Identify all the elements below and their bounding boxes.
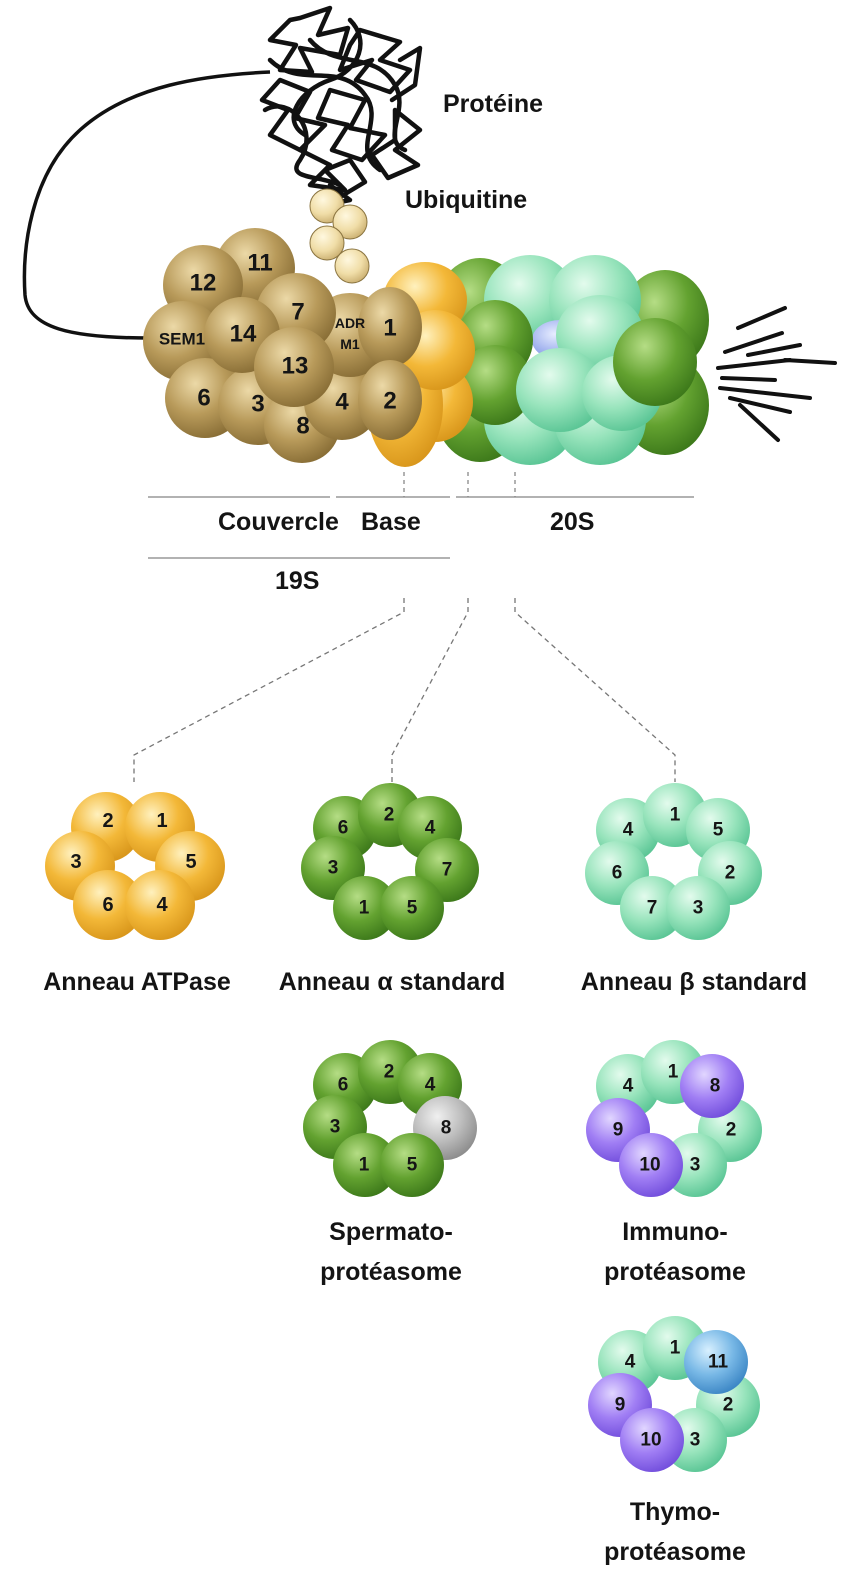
lid-numbers: 11 12 7 SEM1 14 ADR M1 13 6 3 8 4 1 2 bbox=[159, 250, 397, 440]
atpase-subunit: 3 bbox=[70, 851, 81, 873]
base-subunit-1: 1 bbox=[383, 315, 396, 342]
spermato-subunit: 8 bbox=[441, 1118, 452, 1139]
thymo-subunit: 4 bbox=[625, 1352, 636, 1373]
spermato-subunit: 6 bbox=[338, 1075, 349, 1096]
ring-connectors bbox=[133, 598, 676, 782]
thymo-subunit: 3 bbox=[690, 1430, 701, 1451]
immuno-subunit: 8 bbox=[710, 1076, 721, 1097]
spermato-subunit: 1 bbox=[359, 1155, 370, 1176]
immuno-subunit: 4 bbox=[623, 1076, 634, 1097]
immuno-subunit: 3 bbox=[690, 1155, 701, 1176]
spermato-subunit: 3 bbox=[330, 1117, 341, 1138]
thymo-subunit: 2 bbox=[723, 1395, 734, 1416]
atpase-subunit: 5 bbox=[185, 851, 196, 873]
ubiquitin-chain bbox=[309, 188, 370, 284]
beta-subunit: 1 bbox=[670, 805, 681, 826]
regulatory-label: 19S bbox=[275, 567, 319, 595]
beta-subunit: 6 bbox=[612, 863, 623, 884]
lid-subunit-adrm1-line2: M1 bbox=[340, 336, 360, 352]
thymo-subunit: 9 bbox=[615, 1395, 626, 1416]
spermato-caption-line1: Spermato- bbox=[329, 1218, 453, 1246]
lid-subunit-4: 4 bbox=[335, 389, 349, 416]
immuno-subunit: 1 bbox=[668, 1062, 679, 1083]
core-label: 20S bbox=[550, 508, 594, 536]
thymo-caption-line1: Thymo- bbox=[630, 1498, 720, 1526]
alpha-subunit: 1 bbox=[359, 898, 370, 919]
beta-subunit: 5 bbox=[713, 820, 724, 841]
alpha-ring: 6 2 4 3 7 1 5 bbox=[301, 783, 479, 940]
alpha-subunit: 4 bbox=[425, 818, 436, 839]
atpase-subunit: 6 bbox=[102, 894, 113, 916]
lid-subunits bbox=[143, 228, 422, 463]
lid-subunit-11: 11 bbox=[247, 250, 272, 277]
atpase-ring-caption: Anneau ATPase bbox=[43, 968, 231, 996]
protein-tangle bbox=[259, 5, 423, 208]
beta-subunit: 2 bbox=[725, 863, 736, 884]
thymo-subunit: 1 bbox=[670, 1338, 681, 1359]
immuno-subunit: 10 bbox=[639, 1155, 660, 1176]
base-label: Base bbox=[361, 508, 421, 536]
lid-label: Couvercle bbox=[218, 508, 339, 536]
alpha-subunit: 3 bbox=[328, 858, 339, 879]
atpase-subunit: 2 bbox=[102, 810, 113, 832]
alpha-subunit: 6 bbox=[338, 818, 349, 839]
immuno-caption-line1: Immuno- bbox=[622, 1218, 728, 1246]
atpase-ring: 2 1 3 5 6 4 bbox=[45, 792, 225, 940]
base-subunit-2: 2 bbox=[383, 388, 396, 415]
lid-subunit-3: 3 bbox=[251, 391, 264, 418]
thymo-ring: 4 1 11 9 2 10 3 bbox=[588, 1316, 760, 1472]
alpha-subunit: 2 bbox=[384, 805, 395, 826]
ubiquitin-label: Ubiquitine bbox=[405, 186, 527, 214]
beta-ring-caption: Anneau β standard bbox=[581, 968, 807, 996]
spermato-subunit: 5 bbox=[407, 1155, 418, 1176]
immuno-subunit: 9 bbox=[613, 1120, 624, 1141]
beta-subunit: 3 bbox=[693, 898, 704, 919]
section-brackets bbox=[148, 496, 694, 559]
spermato-subunit: 2 bbox=[384, 1062, 395, 1083]
atpase-subunit: 4 bbox=[156, 894, 168, 916]
lid-subunit-14: 14 bbox=[230, 321, 257, 348]
lid-subunit-12: 12 bbox=[190, 270, 217, 297]
lid-subunit-13: 13 bbox=[282, 353, 309, 380]
beta-subunit: 7 bbox=[647, 898, 658, 919]
protein-label: Protéine bbox=[443, 90, 543, 118]
peptide-fragments bbox=[716, 306, 837, 442]
spermato-subunit: 4 bbox=[425, 1075, 436, 1096]
section-ticks bbox=[403, 472, 516, 497]
immuno-ring: 4 1 8 9 2 10 3 bbox=[586, 1040, 762, 1197]
ubiquitin-receptor-loop bbox=[22, 70, 271, 340]
lid-subunit-adrm1-line1: ADR bbox=[335, 315, 365, 331]
lid-subunit-sem1: SEM1 bbox=[159, 330, 205, 349]
lid-subunit-6: 6 bbox=[197, 385, 210, 412]
lid-subunit-7: 7 bbox=[291, 299, 304, 326]
spermato-caption-line2: protéasome bbox=[320, 1258, 462, 1286]
thymo-caption-line2: protéasome bbox=[604, 1538, 746, 1566]
alpha-subunit: 7 bbox=[442, 860, 453, 881]
core-particle-20s bbox=[435, 255, 709, 465]
alpha-subunit: 5 bbox=[407, 898, 418, 919]
atpase-subunit: 1 bbox=[156, 810, 167, 832]
alpha-ring-caption: Anneau α standard bbox=[279, 968, 506, 996]
thymo-subunit: 10 bbox=[640, 1430, 661, 1451]
thymo-subunit: 11 bbox=[708, 1352, 729, 1373]
beta-ring: 4 1 5 6 2 7 3 bbox=[585, 783, 762, 940]
lid-subunit-8: 8 bbox=[296, 413, 309, 440]
beta-subunit: 4 bbox=[623, 820, 634, 841]
spermato-ring: 6 2 4 3 8 1 5 bbox=[303, 1040, 477, 1197]
immuno-caption-line2: protéasome bbox=[604, 1258, 746, 1286]
immuno-subunit: 2 bbox=[726, 1120, 737, 1141]
